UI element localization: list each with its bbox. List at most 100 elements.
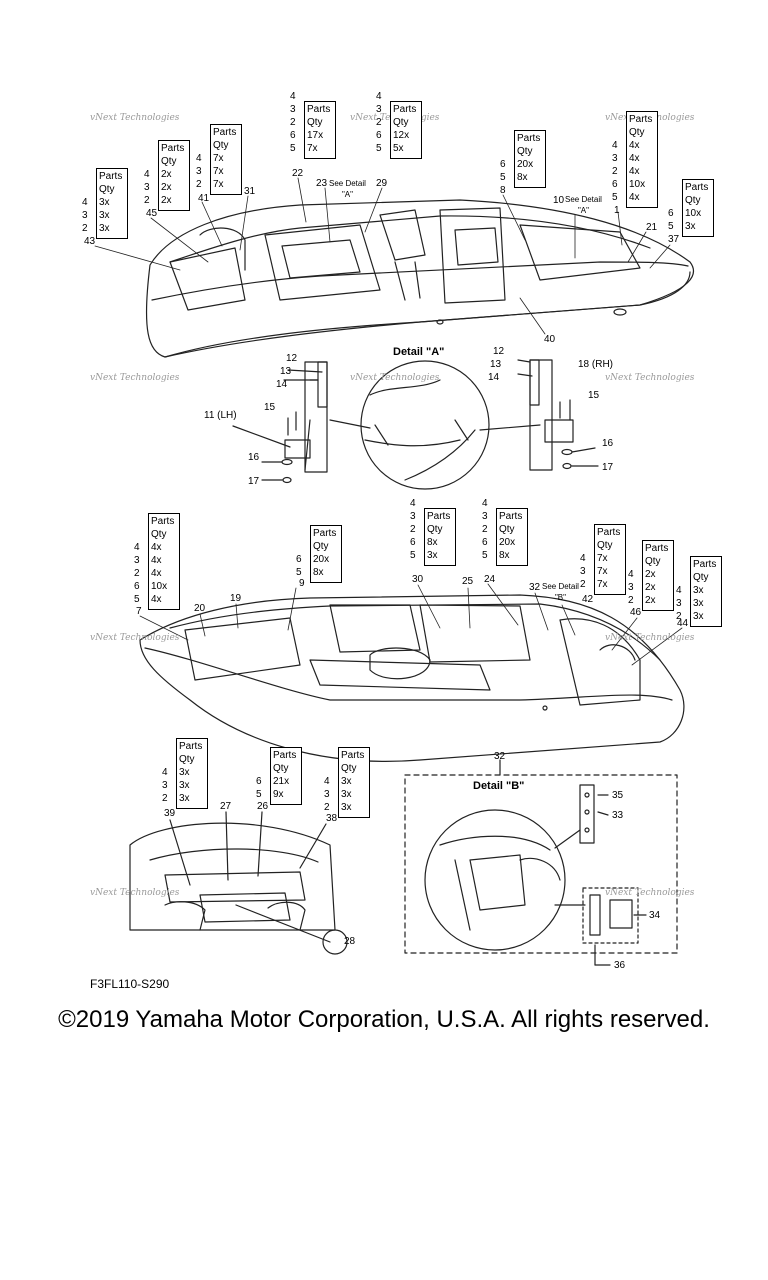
qty-key: 2 (324, 802, 330, 813)
qty-table-frame (310, 525, 342, 583)
qty-table-header-qty: Qty (341, 763, 357, 774)
qty-table-header-parts: Parts (161, 143, 185, 154)
callout-17-rh: 17 (602, 462, 614, 473)
qty-table-frame (96, 168, 128, 239)
callout-15-lh: 15 (264, 402, 276, 413)
qty-table-header-parts: Parts (645, 543, 669, 554)
qty-key: 6 (668, 208, 674, 219)
qty-value: 5x (393, 143, 404, 154)
qty-value: 7x (597, 566, 608, 577)
boat-middle-hull (139, 594, 685, 762)
qty-key: 6 (376, 130, 382, 141)
qty-key: 4 (628, 569, 634, 580)
qty-key: 3 (580, 566, 586, 577)
callout-42: 42 (582, 594, 594, 605)
qty-value: 8x (517, 172, 528, 183)
watermark: vNext Technologies (350, 373, 440, 383)
qty-value: 2x (645, 582, 656, 593)
qty-value: 7x (213, 179, 224, 190)
callout-39: 39 (164, 808, 176, 819)
qty-table-frame (682, 179, 714, 237)
qty-table-header-parts: Parts (341, 750, 365, 761)
qty-table-header-parts: Parts (313, 528, 337, 539)
qty-key: 3 (144, 182, 150, 193)
callout-43: 43 (84, 236, 96, 247)
qty-value: 4x (151, 555, 162, 566)
qty-value: 2x (161, 182, 172, 193)
qty-table-header-parts: Parts (685, 182, 709, 193)
callout-9: 9 (299, 578, 305, 589)
qty-table-header-qty: Qty (307, 117, 323, 128)
qty-table-header-qty: Qty (179, 754, 195, 765)
qty-table-header-qty: Qty (273, 763, 289, 774)
qty-table-header-parts: Parts (517, 133, 541, 144)
callout-44: 44 (677, 618, 689, 629)
watermark: vNext Technologies (90, 373, 180, 383)
callout-11-lh: 11 (LH) (204, 410, 237, 421)
qty-value: 10x (685, 208, 702, 219)
qty-value: 20x (499, 537, 516, 548)
qty-value: 21x (273, 776, 290, 787)
qty-key: 3 (82, 210, 88, 221)
qty-key: 3 (376, 104, 382, 115)
callout-15-rh: 15 (588, 390, 600, 401)
callout-23: 23 (316, 178, 328, 189)
qty-value: 7x (307, 143, 318, 154)
callout-38: 38 (326, 813, 338, 824)
qty-key: 2 (410, 524, 416, 535)
watermark: vNext Technologies (90, 888, 180, 898)
qty-table-header-parts: Parts (151, 516, 175, 527)
see-detail-text: See Detail (542, 582, 579, 591)
qty-key: 4 (196, 153, 202, 164)
callout-32-top: 32 (529, 582, 541, 593)
leader-lines-top (94, 177, 671, 335)
qty-table-header-parts: Parts (213, 127, 237, 138)
see-detail-b-label: See Detail "B" (542, 581, 579, 603)
qty-key: 3 (196, 166, 202, 177)
qty-key: 4 (290, 91, 296, 102)
callout-33: 33 (612, 810, 624, 821)
callout-16-rh: 16 (602, 438, 614, 449)
qty-key: 4 (82, 197, 88, 208)
qty-key: 5 (296, 567, 302, 578)
qty-value: 7x (213, 153, 224, 164)
callout-35: 35 (612, 790, 624, 801)
callout-10: 10 (553, 195, 565, 206)
callout-16-lh: 16 (248, 452, 260, 463)
qty-value: 3x (179, 793, 190, 804)
qty-key: 4 (580, 553, 586, 564)
qty-table-frame (148, 513, 180, 610)
qty-value: 2x (645, 569, 656, 580)
qty-value: 3x (99, 223, 110, 234)
qty-key: 3 (612, 153, 618, 164)
watermark: vNext Technologies (605, 373, 695, 383)
qty-table-frame (626, 111, 658, 208)
qty-value: 4x (629, 153, 640, 164)
qty-key: 3 (628, 582, 634, 593)
qty-value: 10x (629, 179, 646, 190)
qty-value: 8x (313, 567, 324, 578)
qty-value: 4x (629, 166, 640, 177)
qty-table-frame (304, 101, 336, 159)
callout-20: 20 (194, 603, 206, 614)
qty-key: 5 (612, 192, 618, 203)
qty-value: 2x (161, 169, 172, 180)
qty-key: 5 (410, 550, 416, 561)
watermark: vNext Technologies (605, 633, 695, 643)
qty-table-header-parts: Parts (307, 104, 331, 115)
qty-value: 8x (427, 537, 438, 548)
qty-key: 2 (676, 611, 682, 622)
qty-value: 4x (151, 568, 162, 579)
leader-lines-middle (139, 583, 683, 666)
qty-table-header-qty: Qty (393, 117, 409, 128)
callout-29: 29 (376, 178, 388, 189)
callout-26: 26 (257, 801, 269, 812)
callout-41: 41 (198, 193, 210, 204)
callout-12-rh: 12 (493, 346, 505, 357)
qty-key: 3 (162, 780, 168, 791)
qty-table-header-qty: Qty (99, 184, 115, 195)
callout-21: 21 (646, 222, 658, 233)
qty-key: 2 (82, 223, 88, 234)
qty-table-frame (338, 747, 370, 818)
